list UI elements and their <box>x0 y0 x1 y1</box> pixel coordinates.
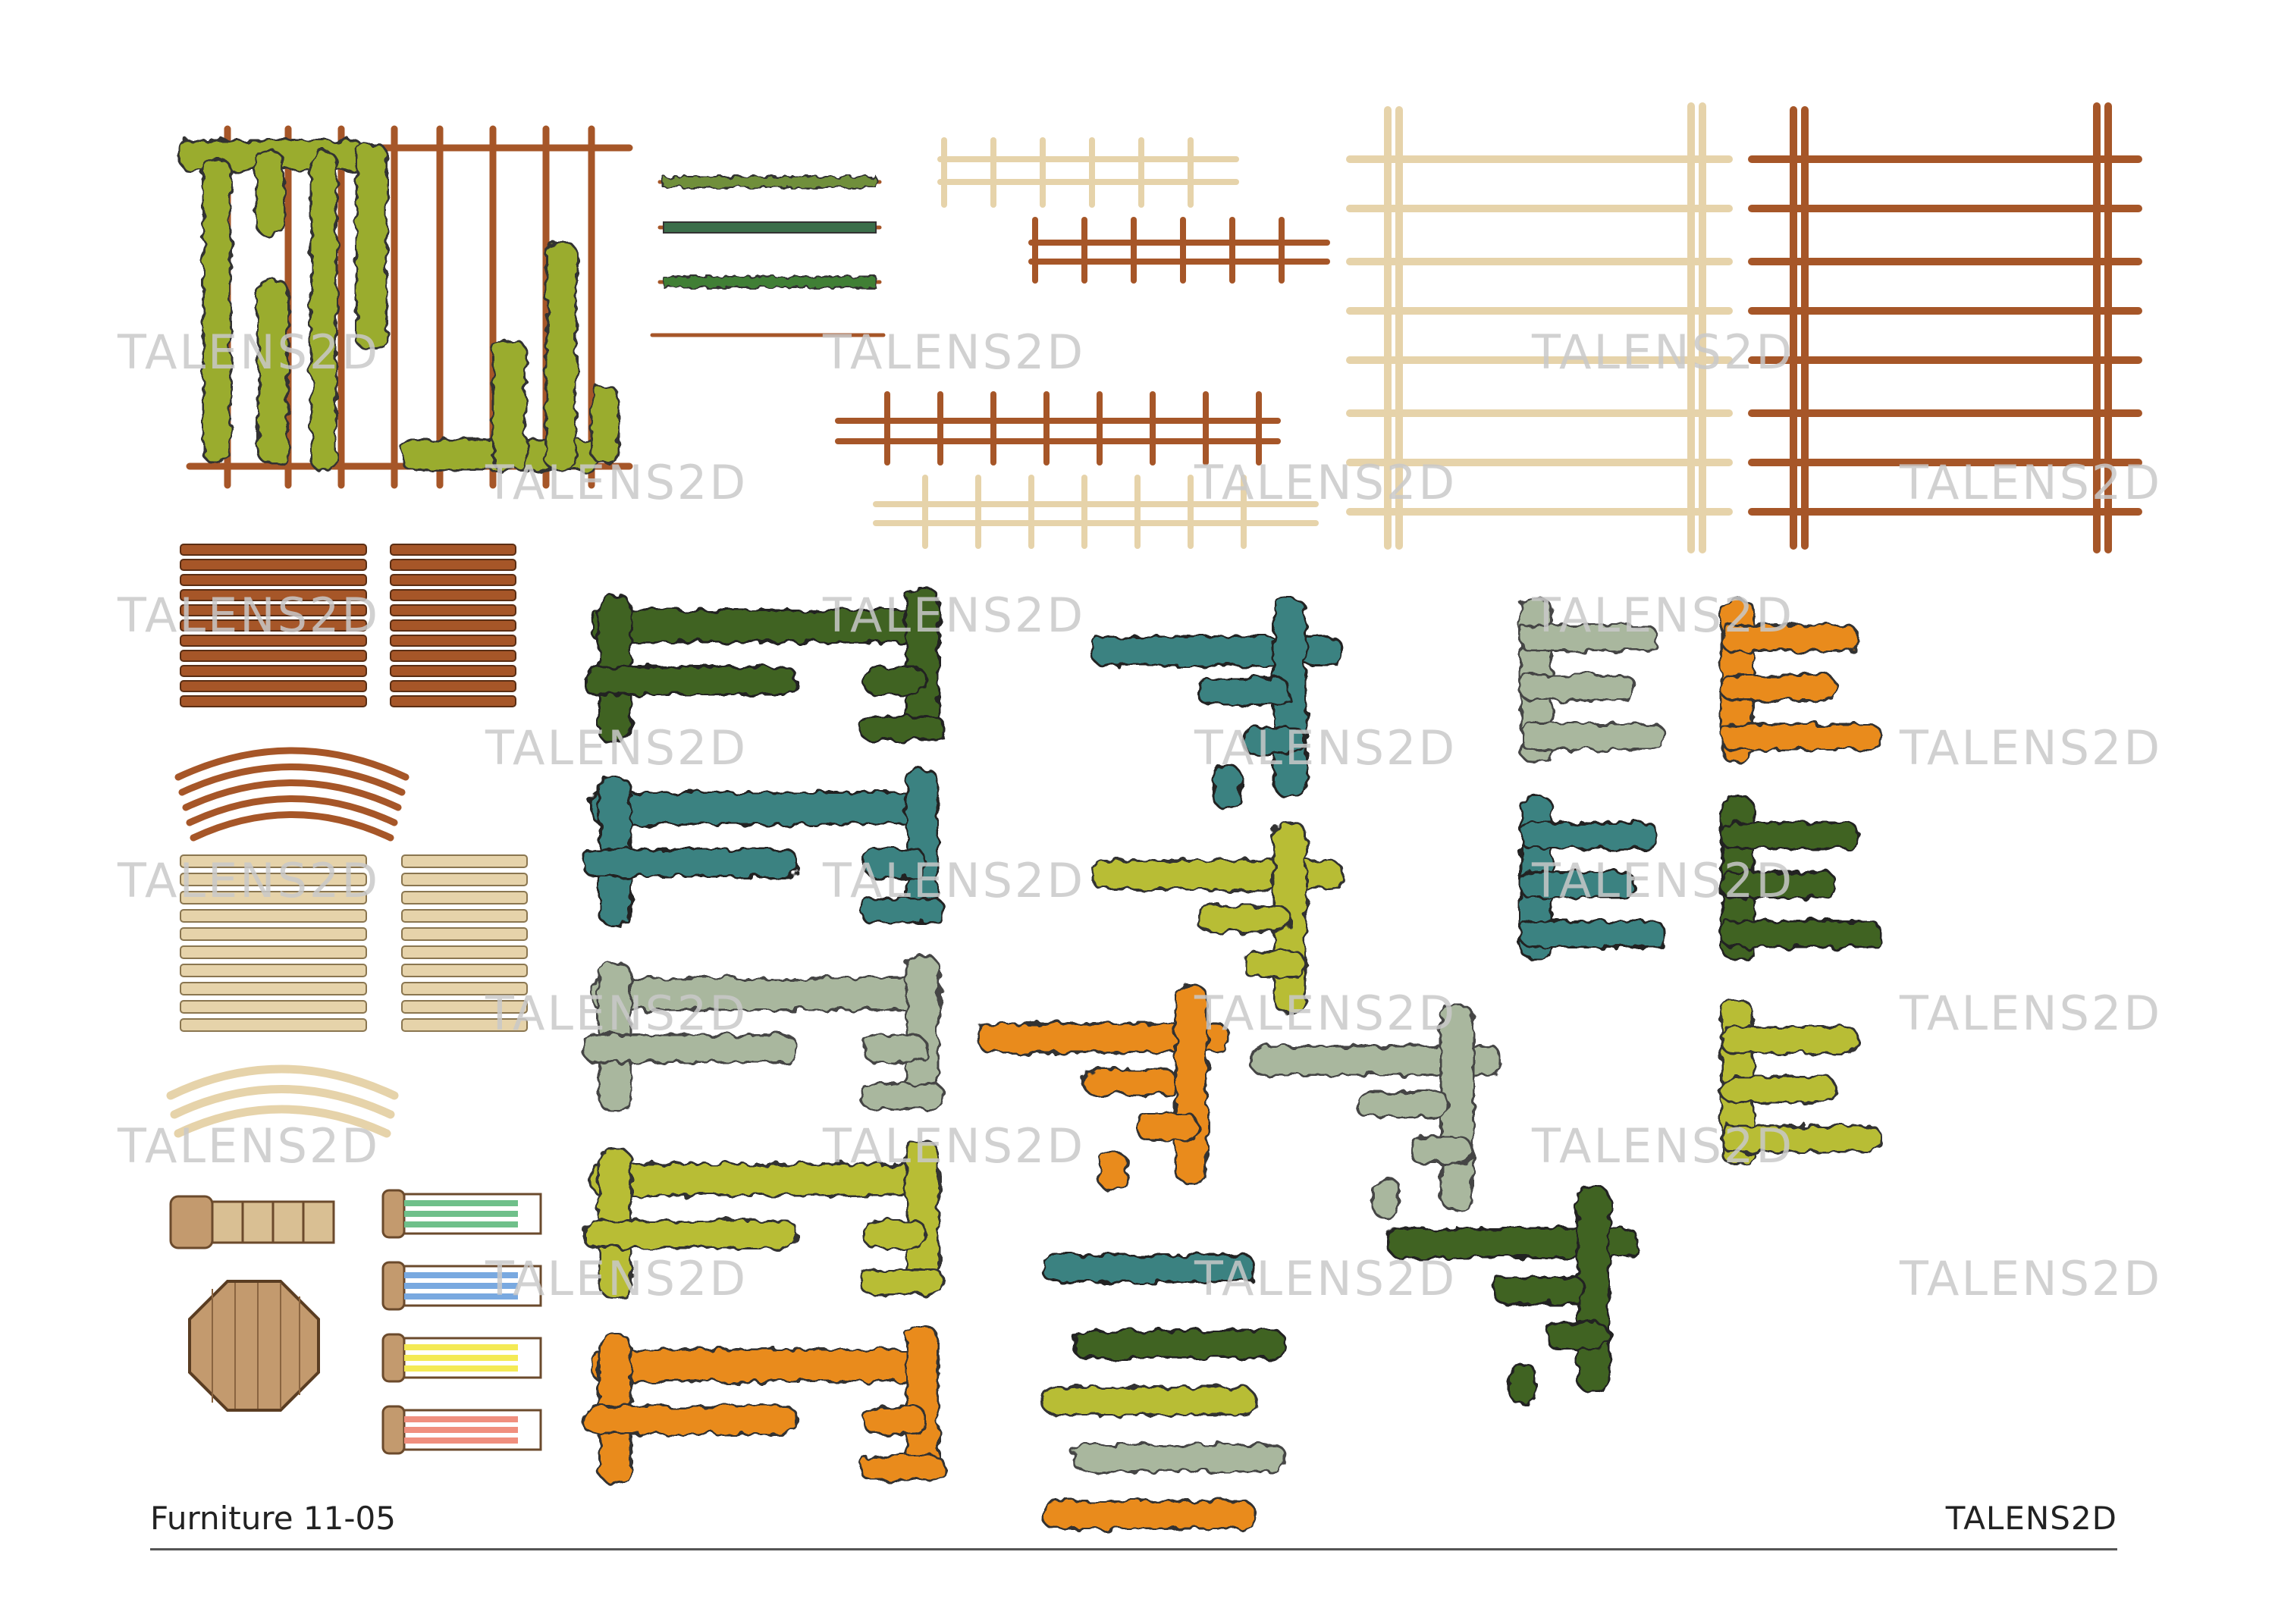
hedge-bar-lime <box>1041 1386 1257 1416</box>
sheet-title: Furniture 11-05 <box>150 1500 396 1537</box>
corner-hedge-teal <box>1090 597 1344 809</box>
hedge-bar-sage <box>1072 1443 1287 1473</box>
lounge-chair-yellow-stripe <box>381 1333 542 1383</box>
curved-bench-light <box>166 1064 399 1138</box>
hedge-frame-deep-green <box>582 586 946 745</box>
octagonal-table <box>188 1280 320 1412</box>
short-fence-dark-1 <box>1028 217 1330 284</box>
corner-hedge-sage <box>1250 1003 1503 1218</box>
e-hedge-sage <box>1519 597 1666 763</box>
lounge-chair-blue-stripe <box>381 1261 542 1311</box>
curved-bench-dark <box>174 747 410 842</box>
corner-hedge-lime <box>1090 821 1344 1014</box>
hedge-frame-lime <box>582 1140 946 1298</box>
footer-rule <box>150 1548 2117 1550</box>
e-hedge-teal <box>1519 795 1666 961</box>
short-fence-dark-2 <box>835 391 1281 466</box>
corner-hedge-orange <box>977 984 1230 1192</box>
short-fence-light-1 <box>937 137 1239 208</box>
deck-bench-dark-small <box>390 544 516 707</box>
hedge-frame-sage <box>582 954 946 1112</box>
e-hedge-lime <box>1720 999 1882 1165</box>
pergola-light <box>1346 102 1733 553</box>
short-fence-light-2 <box>873 475 1319 549</box>
hedge-bar-deep-green <box>1072 1329 1287 1359</box>
planter-strips <box>650 176 886 337</box>
lounge-chair-wood <box>169 1195 335 1249</box>
e-hedge-deep-green <box>1720 795 1882 961</box>
pergola-dark <box>1748 102 2142 553</box>
deck-bench-dark-large <box>180 544 367 707</box>
lounge-chair-red-stripe <box>381 1405 542 1455</box>
corner-hedge-deep-green <box>1386 1185 1640 1404</box>
deck-bench-light-large <box>180 854 367 1032</box>
brand-label: TALENS2D <box>1945 1500 2117 1537</box>
trellis-with-vines <box>179 125 633 489</box>
hedge-frame-orange <box>582 1325 946 1484</box>
lounge-chair-green-stripe <box>381 1189 542 1239</box>
hedge-frame-teal <box>582 768 946 926</box>
hedge-bar-teal <box>1041 1253 1257 1284</box>
e-hedge-orange <box>1720 597 1882 763</box>
deck-bench-light-small <box>401 854 528 1032</box>
hedge-bar-orange <box>1041 1500 1257 1530</box>
